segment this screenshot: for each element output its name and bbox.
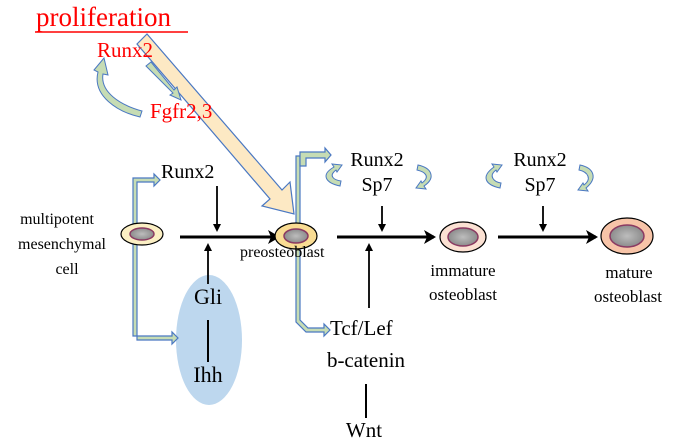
preosteoblast-green-bracket (295, 155, 331, 338)
stage-label-multipotent-2: mesenchymal (18, 236, 106, 253)
regulator-runx2-step1: Runx2 (161, 161, 215, 183)
regulator-gli: Gli (193, 284, 223, 309)
stage-label-mature-1: mature (605, 263, 653, 282)
regulator-b-catenin: b-catenin (326, 348, 406, 372)
regulator-sp7-step2: Sp7 (361, 174, 393, 196)
regulator-runx2-step2: Runx2 (350, 149, 404, 171)
feedback-arrow-left-2 (325, 163, 343, 187)
proliferation-runx2: Runx2 (97, 38, 154, 62)
proliferation-arrow (136, 33, 295, 215)
fgfr-feedback-arrow (93, 56, 143, 118)
cell-mature-osteoblast (600, 217, 654, 255)
stage-label-mature-2: osteoblast (594, 287, 662, 306)
regulator-tcf-lef: Tcf/Lef (330, 316, 393, 340)
stage-label-multipotent-3: cell (55, 261, 79, 278)
cell-immature-osteoblast (439, 221, 487, 253)
mesenchymal-green-bracket (132, 172, 179, 346)
proliferation-fgfr: Fgfr2,3 (150, 99, 213, 123)
feedback-arrow-left-3 (485, 163, 503, 189)
regulator-sp7-step3: Sp7 (524, 174, 556, 196)
stage-label-immature-2: osteoblast (429, 285, 497, 304)
feedback-arrow-right-3 (577, 164, 594, 192)
cell-preosteoblast (274, 222, 318, 250)
proliferation-heading: proliferation (36, 2, 171, 32)
regulator-runx2-step3: Runx2 (513, 149, 567, 171)
stage-label-preosteoblast: preosteoblast (240, 244, 325, 261)
stage-label-immature-1: immature (430, 261, 496, 280)
stage-label-multipotent-1: multipotent (20, 211, 94, 228)
cell-multipotent (120, 222, 164, 246)
runx2-to-fgfr-arrow (145, 61, 182, 101)
regulator-wnt: Wnt (345, 418, 383, 442)
preosteoblast-top-arrow (299, 146, 332, 167)
feedback-arrow-right-2 (415, 164, 432, 190)
regulator-ihh: Ihh (193, 362, 223, 387)
